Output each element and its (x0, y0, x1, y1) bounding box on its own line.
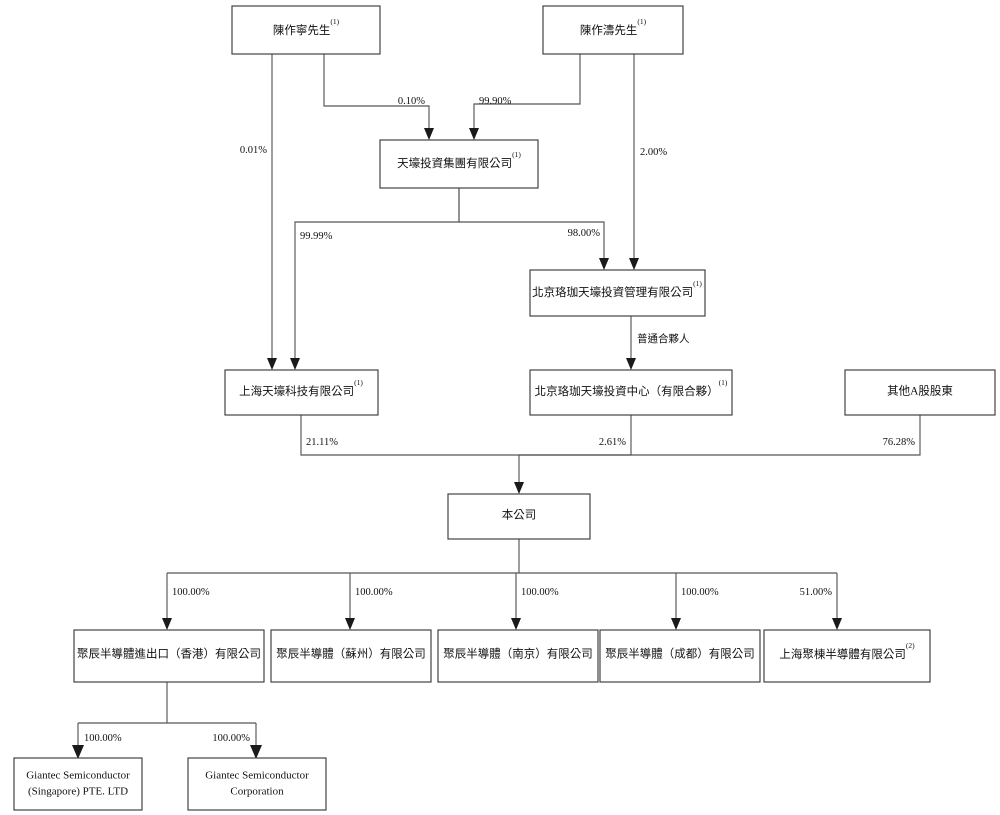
node-label-beijing-luojia-mgmt: 北京珞珈天壕投資管理有限公司(1) (532, 279, 702, 298)
node-box-beijing-luojia-mgmt[interactable] (529, 269, 706, 317)
node-tianhao-group[interactable]: 天壕投資集團有限公司(1) (379, 139, 539, 189)
connector-othera-to-company (519, 415, 921, 456)
arrowhead-company-to-nanjing (511, 618, 521, 630)
node-the-company[interactable]: 本公司 (447, 493, 591, 540)
edge-label-100-singapore: 100.00% (84, 733, 122, 744)
node-sub-suzhou[interactable]: 聚辰半導體（蘇州）有限公司 (270, 629, 432, 683)
node-label-chen-zuoning: 陳作寧先生(1) (273, 17, 340, 36)
edge-label-100-corp: 100.00% (212, 733, 250, 744)
arrowhead-to-company (514, 482, 524, 494)
edge-label-98-00: 98.00% (568, 228, 601, 239)
connector-company-bus (167, 539, 837, 574)
arrowhead-luojia-mgmt-to-lp (626, 358, 636, 370)
node-beijing-luojia-mgmt[interactable]: 北京珞珈天壕投資管理有限公司(1) (529, 269, 706, 317)
edge-label-100-hk: 100.00% (172, 587, 210, 598)
node-label-sub-nanjing: 聚辰半導體（南京）有限公司 (443, 647, 593, 661)
node-label-shanghai-tianhao: 上海天壕科技有限公司(1) (239, 378, 363, 397)
arrowhead-company-to-chengdu (671, 618, 681, 630)
node-label-giantec-singapore-line2: (Singapore) PTE. LTD (28, 786, 128, 798)
node-box-sub-nanjing[interactable] (437, 629, 599, 683)
node-box-the-company[interactable] (447, 493, 591, 540)
node-sub-judong[interactable]: 上海聚棟半導體有限公司(2) (763, 629, 931, 683)
edge-label-99-99: 99.99% (300, 231, 333, 242)
connector-tianhao-to-shanghai (294, 188, 460, 363)
arrowhead-zuoning-to-shanghai (267, 358, 277, 370)
node-label-sub-hk: 聚辰半導體進出口（香港）有限公司 (77, 647, 261, 661)
node-box-sub-suzhou[interactable] (270, 629, 432, 683)
node-label-sub-chengdu: 聚辰半導體（成都）有限公司 (605, 647, 755, 661)
node-box-shanghai-tianhao[interactable] (224, 369, 379, 416)
node-label-the-company: 本公司 (502, 508, 537, 522)
node-box-sub-hk[interactable] (73, 629, 265, 683)
node-box-chen-zuoning[interactable] (231, 5, 381, 55)
node-box-other-a-shares[interactable] (844, 369, 996, 416)
node-label-giantec-singapore-line1: Giantec Semiconductor (26, 770, 130, 782)
node-other-a-shares[interactable]: 其他A股股東 (844, 369, 996, 416)
arrowhead-zuotao-to-tianhao (469, 128, 479, 140)
node-shanghai-tianhao[interactable]: 上海天壕科技有限公司(1) (224, 369, 379, 416)
node-sub-nanjing[interactable]: 聚辰半導體（南京）有限公司 (437, 629, 599, 683)
node-label-chen-zuotao: 陳作濤先生(1) (580, 17, 647, 36)
edge-label-100-suzhou: 100.00% (355, 587, 393, 598)
node-label-tianhao-group: 天壕投資集團有限公司(1) (397, 150, 521, 169)
node-giantec-corp[interactable]: Giantec Semiconductor Corporation (187, 757, 327, 811)
node-box-beijing-luojia-lp[interactable] (529, 369, 733, 416)
edge-label-2-61: 2.61% (599, 437, 626, 448)
arrowhead-company-to-suzhou (345, 618, 355, 630)
node-box-chen-zuotao[interactable] (542, 5, 684, 55)
arrowhead-company-to-judong (832, 618, 842, 630)
node-giantec-singapore[interactable]: Giantec Semiconductor (Singapore) PTE. L… (13, 757, 143, 811)
edge-label-51-00: 51.00% (800, 587, 833, 598)
arrowhead-tianhao-to-luojia-mgmt (599, 258, 609, 270)
connector-lp-to-company (519, 415, 632, 456)
node-box-giantec-singapore[interactable] (13, 757, 143, 811)
edge-label-21-11: 21.11% (306, 437, 338, 448)
arrowhead-hk-to-singapore (72, 745, 84, 759)
arrowhead-zuoning-to-tianhao (424, 128, 434, 140)
node-layer: 陳作寧先生(1) 陳作濤先生(1) 天壕投資集團有限公司(1) 北京珞珈天壕投資… (13, 5, 996, 811)
edge-label-general-partner: 普通合夥人 (637, 332, 690, 345)
node-label-beijing-luojia-lp: 北京珞珈天壕投資中心（有限合夥）(1) (535, 378, 728, 397)
edge-label-2-00: 2.00% (640, 147, 667, 158)
node-label-sub-suzhou: 聚辰半導體（蘇州）有限公司 (276, 647, 426, 661)
node-beijing-luojia-lp[interactable]: 北京珞珈天壕投資中心（有限合夥）(1) (529, 369, 733, 416)
connector-hk-bus (78, 682, 256, 724)
edge-label-100-nanjing: 100.00% (521, 587, 559, 598)
node-box-tianhao-group[interactable] (379, 139, 539, 189)
node-chen-zuoning[interactable]: 陳作寧先生(1) (231, 5, 381, 55)
node-chen-zuotao[interactable]: 陳作濤先生(1) (542, 5, 684, 55)
arrowhead-company-to-hk (162, 618, 172, 630)
connector-zuotao-to-tianhao (473, 54, 581, 133)
edge-label-100-chengdu: 100.00% (681, 587, 719, 598)
connector-tianhao-to-luojia-mgmt (458, 188, 605, 263)
node-box-sub-chengdu[interactable] (599, 629, 761, 683)
arrowhead-hk-to-corp (250, 745, 262, 759)
connector-layer (72, 54, 921, 759)
node-sub-hk[interactable]: 聚辰半導體進出口（香港）有限公司 (73, 629, 265, 683)
edge-label-76-28: 76.28% (883, 437, 916, 448)
node-label-giantec-corp-line1: Giantec Semiconductor (205, 770, 309, 782)
node-box-sub-judong[interactable] (763, 629, 931, 683)
edge-label-0-10: 0.10% (398, 96, 425, 107)
node-label-sub-judong: 上海聚棟半導體有限公司(2) (779, 641, 915, 660)
edge-label-layer: 0.10% 99.90% 0.01% 99.99% 98.00% 2.00% 普… (84, 96, 915, 744)
node-box-giantec-corp[interactable] (187, 757, 327, 811)
node-sub-chengdu[interactable]: 聚辰半導體（成都）有限公司 (599, 629, 761, 683)
edge-label-99-90: 99.90% (479, 96, 512, 107)
node-label-giantec-corp-line2: Corporation (230, 786, 284, 798)
edge-label-0-01: 0.01% (240, 145, 267, 156)
connector-zuoning-to-tianhao (323, 54, 430, 133)
arrowhead-tianhao-to-shanghai (290, 358, 300, 370)
arrowhead-zuotao-to-luojia-mgmt (629, 258, 639, 270)
node-label-other-a-shares: 其他A股股東 (887, 385, 953, 398)
connector-shanghai-to-company (300, 415, 520, 487)
